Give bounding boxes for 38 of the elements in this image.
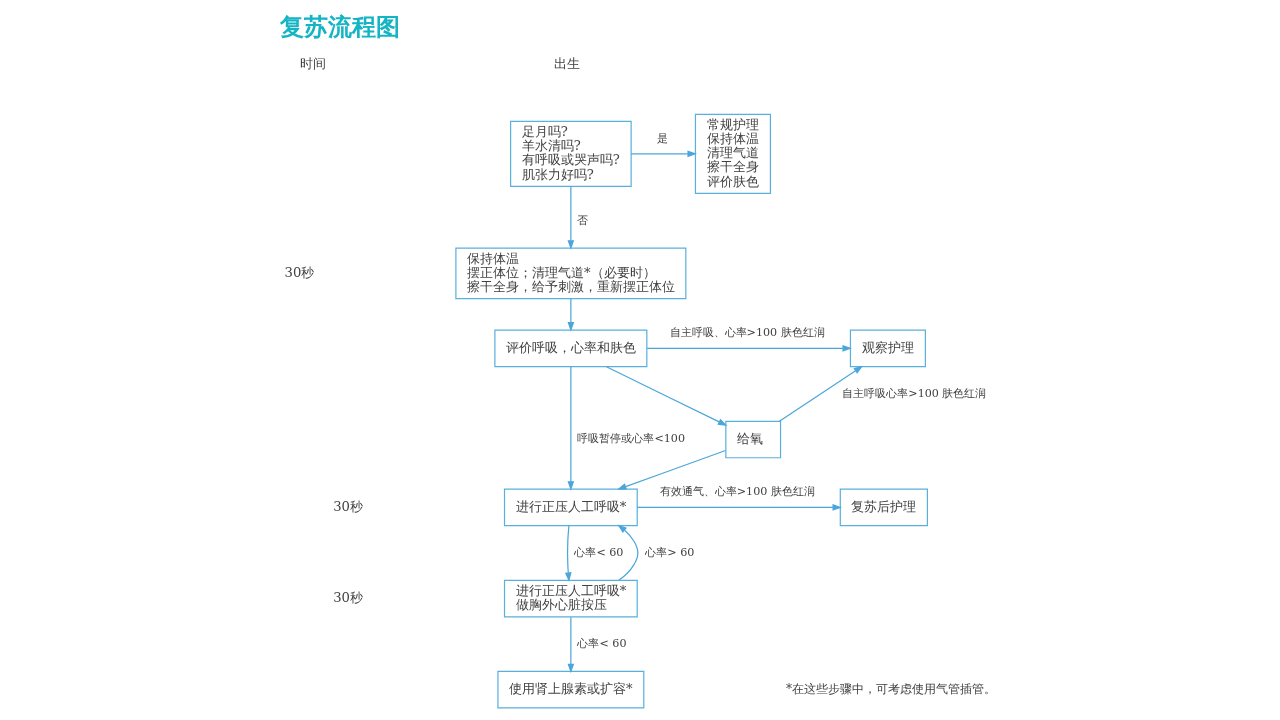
arrow <box>616 449 726 490</box>
label: 时间 <box>299 56 326 72</box>
edge-label: 呼吸暂停或心率<100 <box>576 432 685 446</box>
node-box: 进行正压人工呼吸* <box>503 488 638 527</box>
arrow <box>616 524 638 581</box>
arrow <box>636 504 842 511</box>
arrow <box>778 365 863 422</box>
edge-label: 心率< 60 <box>576 636 626 650</box>
node-box: 常规护理 保持体温 清理气道 擦干全身 评价肤色 <box>694 113 771 194</box>
arrow <box>567 616 574 674</box>
edge-label: 自主呼吸、心率>100 肤色红润 <box>669 325 825 339</box>
arrow <box>567 185 574 250</box>
edge-label: 心率> 60 <box>644 545 694 559</box>
node-box: 评价呼吸，心率和肤色 <box>493 329 647 368</box>
arrow <box>646 345 852 352</box>
arrow <box>630 150 697 158</box>
label: 30秒 <box>284 264 314 280</box>
edge-label: 否 <box>576 213 588 227</box>
node-box: 使用肾上腺素或扩容* <box>496 670 644 709</box>
arrow <box>567 366 574 491</box>
diagram-title: 复苏流程图 <box>279 11 400 41</box>
label: 出生 <box>553 56 580 72</box>
node-box: 进行正压人工呼吸* 做胸外心脏按压 <box>503 579 638 618</box>
node-box: 给氧 <box>724 420 781 459</box>
label: 30秒 <box>332 498 363 514</box>
arrow <box>567 298 574 332</box>
label: 30秒 <box>332 589 363 605</box>
arrow <box>564 525 572 582</box>
edge-label: 自主呼吸心率>100 肤色红润 <box>841 386 986 400</box>
arrow <box>605 366 727 426</box>
edge-label: 是 <box>656 131 668 145</box>
edge-label: 心率< 60 <box>573 545 623 559</box>
node-box: 观察护理 <box>849 329 926 368</box>
edge-label: 有效通气、心率>100 肤色红润 <box>659 485 815 499</box>
node-box: 足月吗? 羊水清吗? 有呼吸或哭声吗? 肌张力好吗? <box>509 120 632 187</box>
node-box: 复苏后护理 <box>839 488 928 527</box>
label: *在这些步骤中，可考虑使用气管插管。 <box>785 681 996 696</box>
node-box: 保持体温 摆正体位；清理气道*（必要时） 擦干全身，给予刺激，重新摆正体位 <box>454 247 686 300</box>
